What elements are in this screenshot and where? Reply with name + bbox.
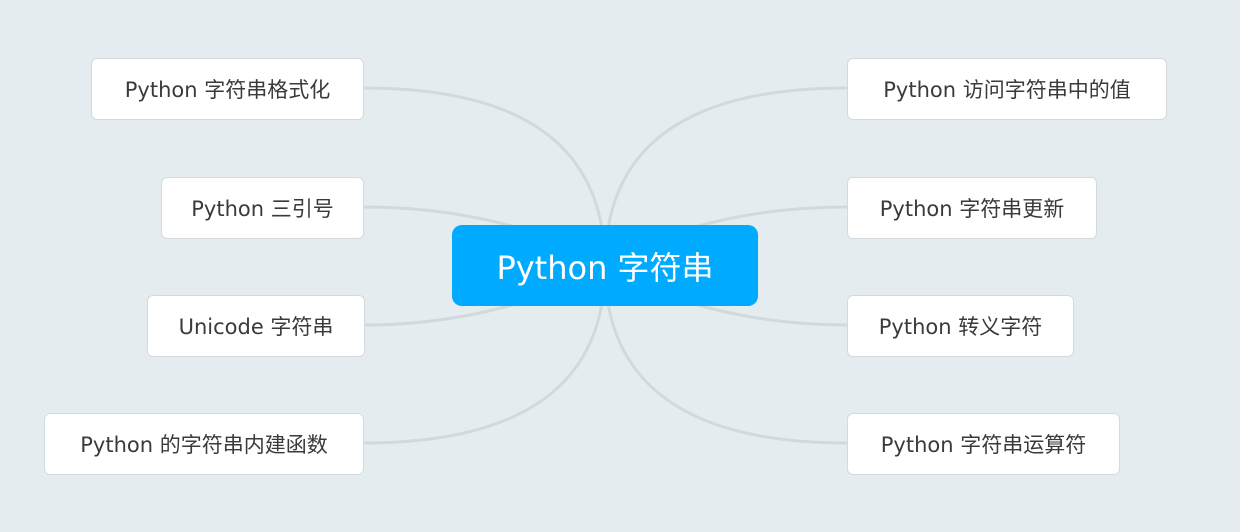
connector-left-4 [362,265,607,445]
topic-label: Python 转义字符 [878,315,1043,339]
topic-label: Python 三引号 [191,197,334,221]
topic-label: Python 字符串格式化 [124,78,331,102]
topic-string-operators[interactable]: Python 字符串运算符 [847,413,1120,475]
topic-string-update[interactable]: Python 字符串更新 [847,177,1097,239]
topic-label: Unicode 字符串 [178,315,334,339]
topic-escape-characters[interactable]: Python 转义字符 [847,295,1074,357]
topic-label: Python 字符串更新 [879,197,1065,221]
topic-unicode-string[interactable]: Unicode 字符串 [147,295,365,357]
topic-builtin-functions[interactable]: Python 的字符串内建函数 [44,413,364,475]
root-topic-label: Python 字符串 [496,248,714,287]
topic-label: Python 字符串运算符 [880,433,1087,457]
connector-right-1 [603,86,848,267]
connector-left-1 [362,86,607,267]
topic-access-values[interactable]: Python 访问字符串中的值 [847,58,1167,120]
root-topic[interactable]: Python 字符串 [452,225,758,306]
topic-label: Python 访问字符串中的值 [883,78,1131,102]
topic-triple-quotes[interactable]: Python 三引号 [161,177,364,239]
topic-string-formatting[interactable]: Python 字符串格式化 [91,58,364,120]
topic-label: Python 的字符串内建函数 [80,433,328,457]
connector-right-4 [603,265,848,445]
